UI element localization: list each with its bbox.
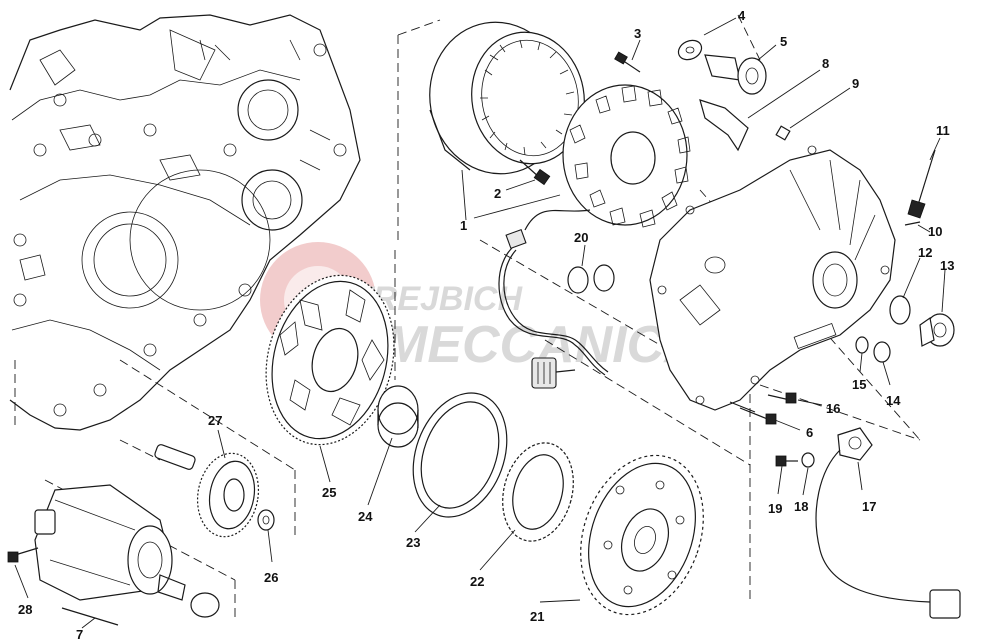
part-oring-7 (61, 592, 220, 626)
label-part-26: 26 (264, 570, 278, 585)
label-part-24: 24 (358, 509, 373, 524)
part-oring-15 (855, 336, 869, 354)
label-part-11: 11 (936, 123, 950, 138)
label-part-13: 13 (940, 258, 954, 273)
part-plug-14 (873, 341, 891, 363)
label-part-28: 28 (18, 602, 32, 617)
part-ring-23 (412, 392, 508, 518)
label-part-8: 8 (822, 56, 829, 71)
part-bolt-28 (7, 547, 39, 563)
part-orings-20 (567, 264, 615, 294)
part-idler-gear-27 (154, 444, 260, 538)
leader-lines (14, 17, 946, 629)
part-alternator-cover (649, 145, 896, 411)
part-pin-9 (775, 125, 791, 141)
label-part-20: 20 (574, 230, 588, 245)
part-flywheel-gear-21 (580, 454, 704, 616)
part-starter-motor (34, 484, 186, 601)
part-screw-19 (775, 455, 798, 467)
label-part-3: 3 (634, 26, 641, 41)
part-washer-26 (257, 509, 275, 531)
part-washer-4 (677, 39, 703, 61)
part-clip-10 (904, 221, 921, 226)
label-part-27: 27 (208, 413, 222, 428)
part-screws-6 (729, 401, 777, 425)
label-part-7: 7 (76, 627, 83, 641)
part-washer-18 (801, 452, 815, 468)
part-bolt-11 (907, 149, 936, 219)
label-part-15: 15 (852, 377, 866, 392)
part-pickup-sensor-17 (815, 427, 961, 619)
label-part-4: 4 (738, 8, 746, 23)
label-part-19: 19 (768, 501, 782, 516)
part-bracket-8 (699, 99, 749, 152)
label-part-1: 1 (460, 218, 467, 233)
part-screw-16 (767, 392, 797, 404)
part-bushing-24 (377, 385, 419, 448)
label-part-14: 14 (886, 393, 901, 408)
part-screws-2-3 (519, 51, 641, 186)
label-part-10: 10 (928, 224, 942, 239)
part-shaft-5 (704, 54, 767, 95)
label-part-17: 17 (862, 499, 876, 514)
label-part-16: 16 (826, 401, 840, 416)
part-rotor-flywheel (429, 21, 585, 175)
engine-crankcase (9, 14, 361, 431)
label-part-12: 12 (918, 245, 932, 260)
label-part-5: 5 (780, 34, 787, 49)
label-part-25: 25 (322, 485, 336, 500)
part-wiring-harness (498, 228, 609, 389)
label-part-18: 18 (794, 499, 808, 514)
part-oring-12 (889, 295, 911, 325)
label-part-9: 9 (852, 76, 859, 91)
label-part-22: 22 (470, 574, 484, 589)
part-number-labels: 1 2 3 4 5 6 7 8 9 10 11 12 13 14 15 16 1… (18, 8, 954, 641)
part-plug-13 (919, 313, 955, 347)
part-freewheel-22 (502, 442, 574, 542)
label-part-21: 21 (530, 609, 544, 624)
part-starter-gear-25 (265, 274, 395, 446)
label-part-2: 2 (494, 186, 501, 201)
part-stator (524, 84, 691, 231)
label-part-6: 6 (806, 425, 813, 440)
label-part-23: 23 (406, 535, 420, 550)
